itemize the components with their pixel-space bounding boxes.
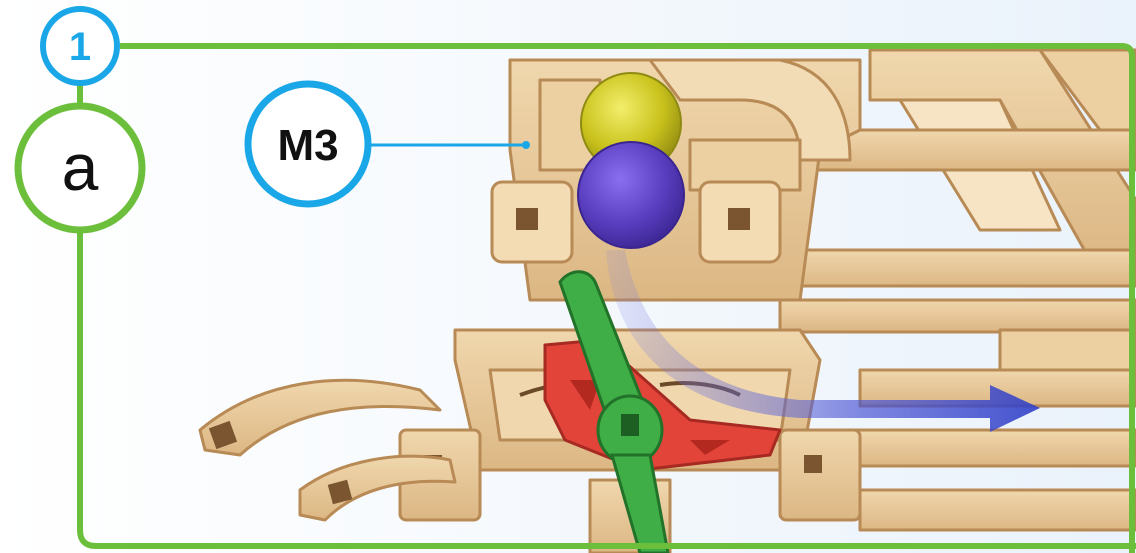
substep-letter: a bbox=[62, 130, 99, 204]
substep-badge: a bbox=[18, 106, 142, 230]
step-number-badge: 1 bbox=[43, 9, 117, 83]
step-number: 1 bbox=[69, 25, 91, 69]
purple-ball bbox=[578, 142, 684, 248]
part-label: M3 bbox=[277, 121, 338, 170]
